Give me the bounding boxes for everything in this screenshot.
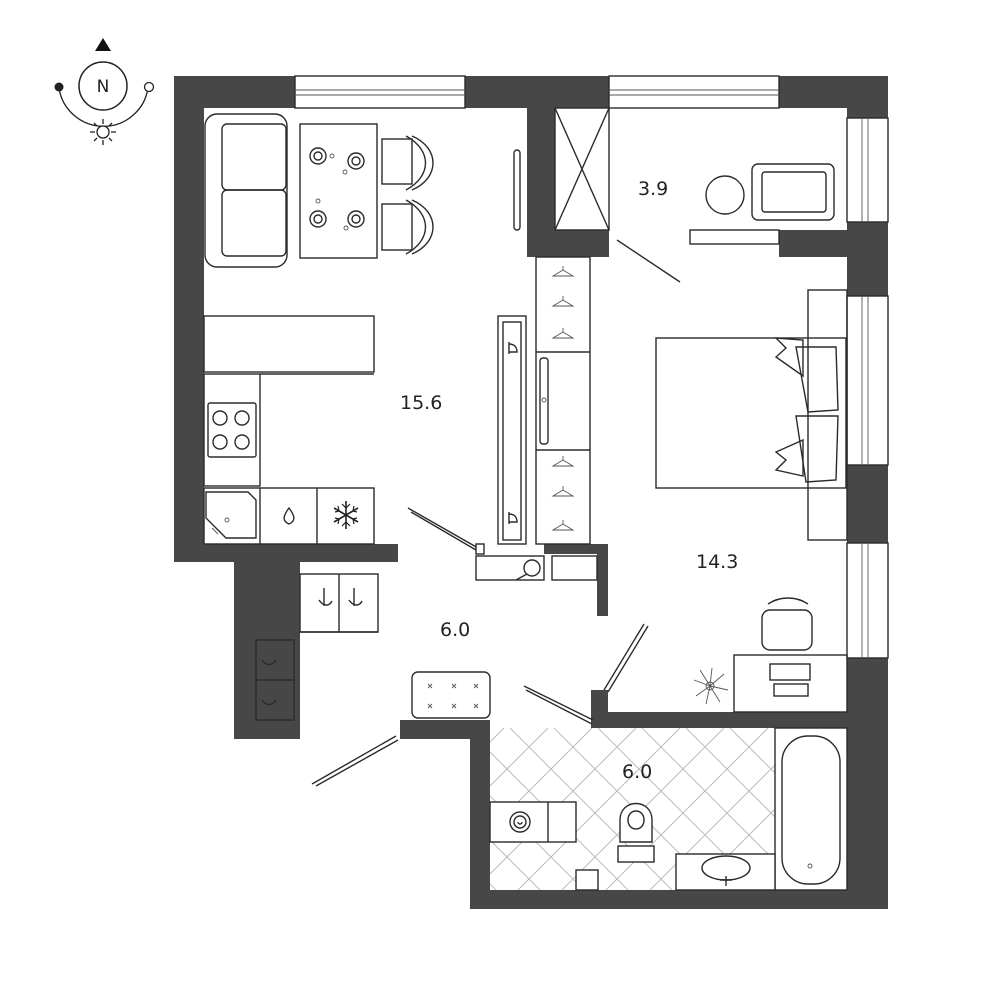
hallway-room: 6.0	[255, 555, 598, 787]
stove	[207, 402, 257, 458]
bathroom-area: 6.0	[622, 761, 652, 783]
walls	[174, 76, 888, 909]
shoe-cabinet	[255, 639, 295, 721]
wardrobe-living	[497, 315, 527, 545]
sink	[675, 853, 776, 891]
bathtub	[774, 727, 848, 891]
sun-icon	[90, 119, 116, 145]
armchair	[751, 163, 835, 221]
water-drop-icon	[283, 506, 295, 525]
kitchen-counter	[203, 315, 375, 545]
living-kitchen-area: 15.6	[400, 392, 442, 414]
round-table	[705, 175, 745, 215]
living-kitchen-room: 15.6	[203, 113, 521, 555]
desk	[733, 654, 848, 713]
dining-table	[299, 123, 378, 259]
hall-cabinet	[299, 573, 379, 633]
hallway-area: 6.0	[440, 619, 470, 641]
bed	[655, 289, 848, 541]
entry-mat	[411, 671, 491, 719]
plant-icon	[693, 667, 729, 705]
wall-mirror	[513, 149, 521, 231]
compass-icon: N	[54, 38, 155, 145]
sofa	[204, 113, 288, 268]
bedroom-room: 14.3	[603, 289, 848, 713]
windows	[294, 75, 889, 659]
north-label: N	[97, 77, 110, 97]
hanger-icon	[551, 266, 575, 531]
corner-sink	[205, 491, 257, 539]
washer	[475, 555, 598, 581]
desk-chair	[761, 597, 813, 651]
balcony-area: 3.9	[638, 178, 668, 200]
door-living	[407, 507, 485, 555]
chairs	[381, 135, 434, 255]
bathroom-room: 6.0	[489, 727, 848, 891]
balcony-door-sill	[689, 229, 780, 245]
snowflake-icon	[333, 501, 359, 529]
balcony-room: 3.9	[554, 107, 835, 283]
wardrobe-bedroom	[535, 256, 591, 545]
bedroom-area: 14.3	[696, 551, 738, 573]
toilet	[617, 803, 655, 863]
washing-machine	[489, 801, 577, 843]
